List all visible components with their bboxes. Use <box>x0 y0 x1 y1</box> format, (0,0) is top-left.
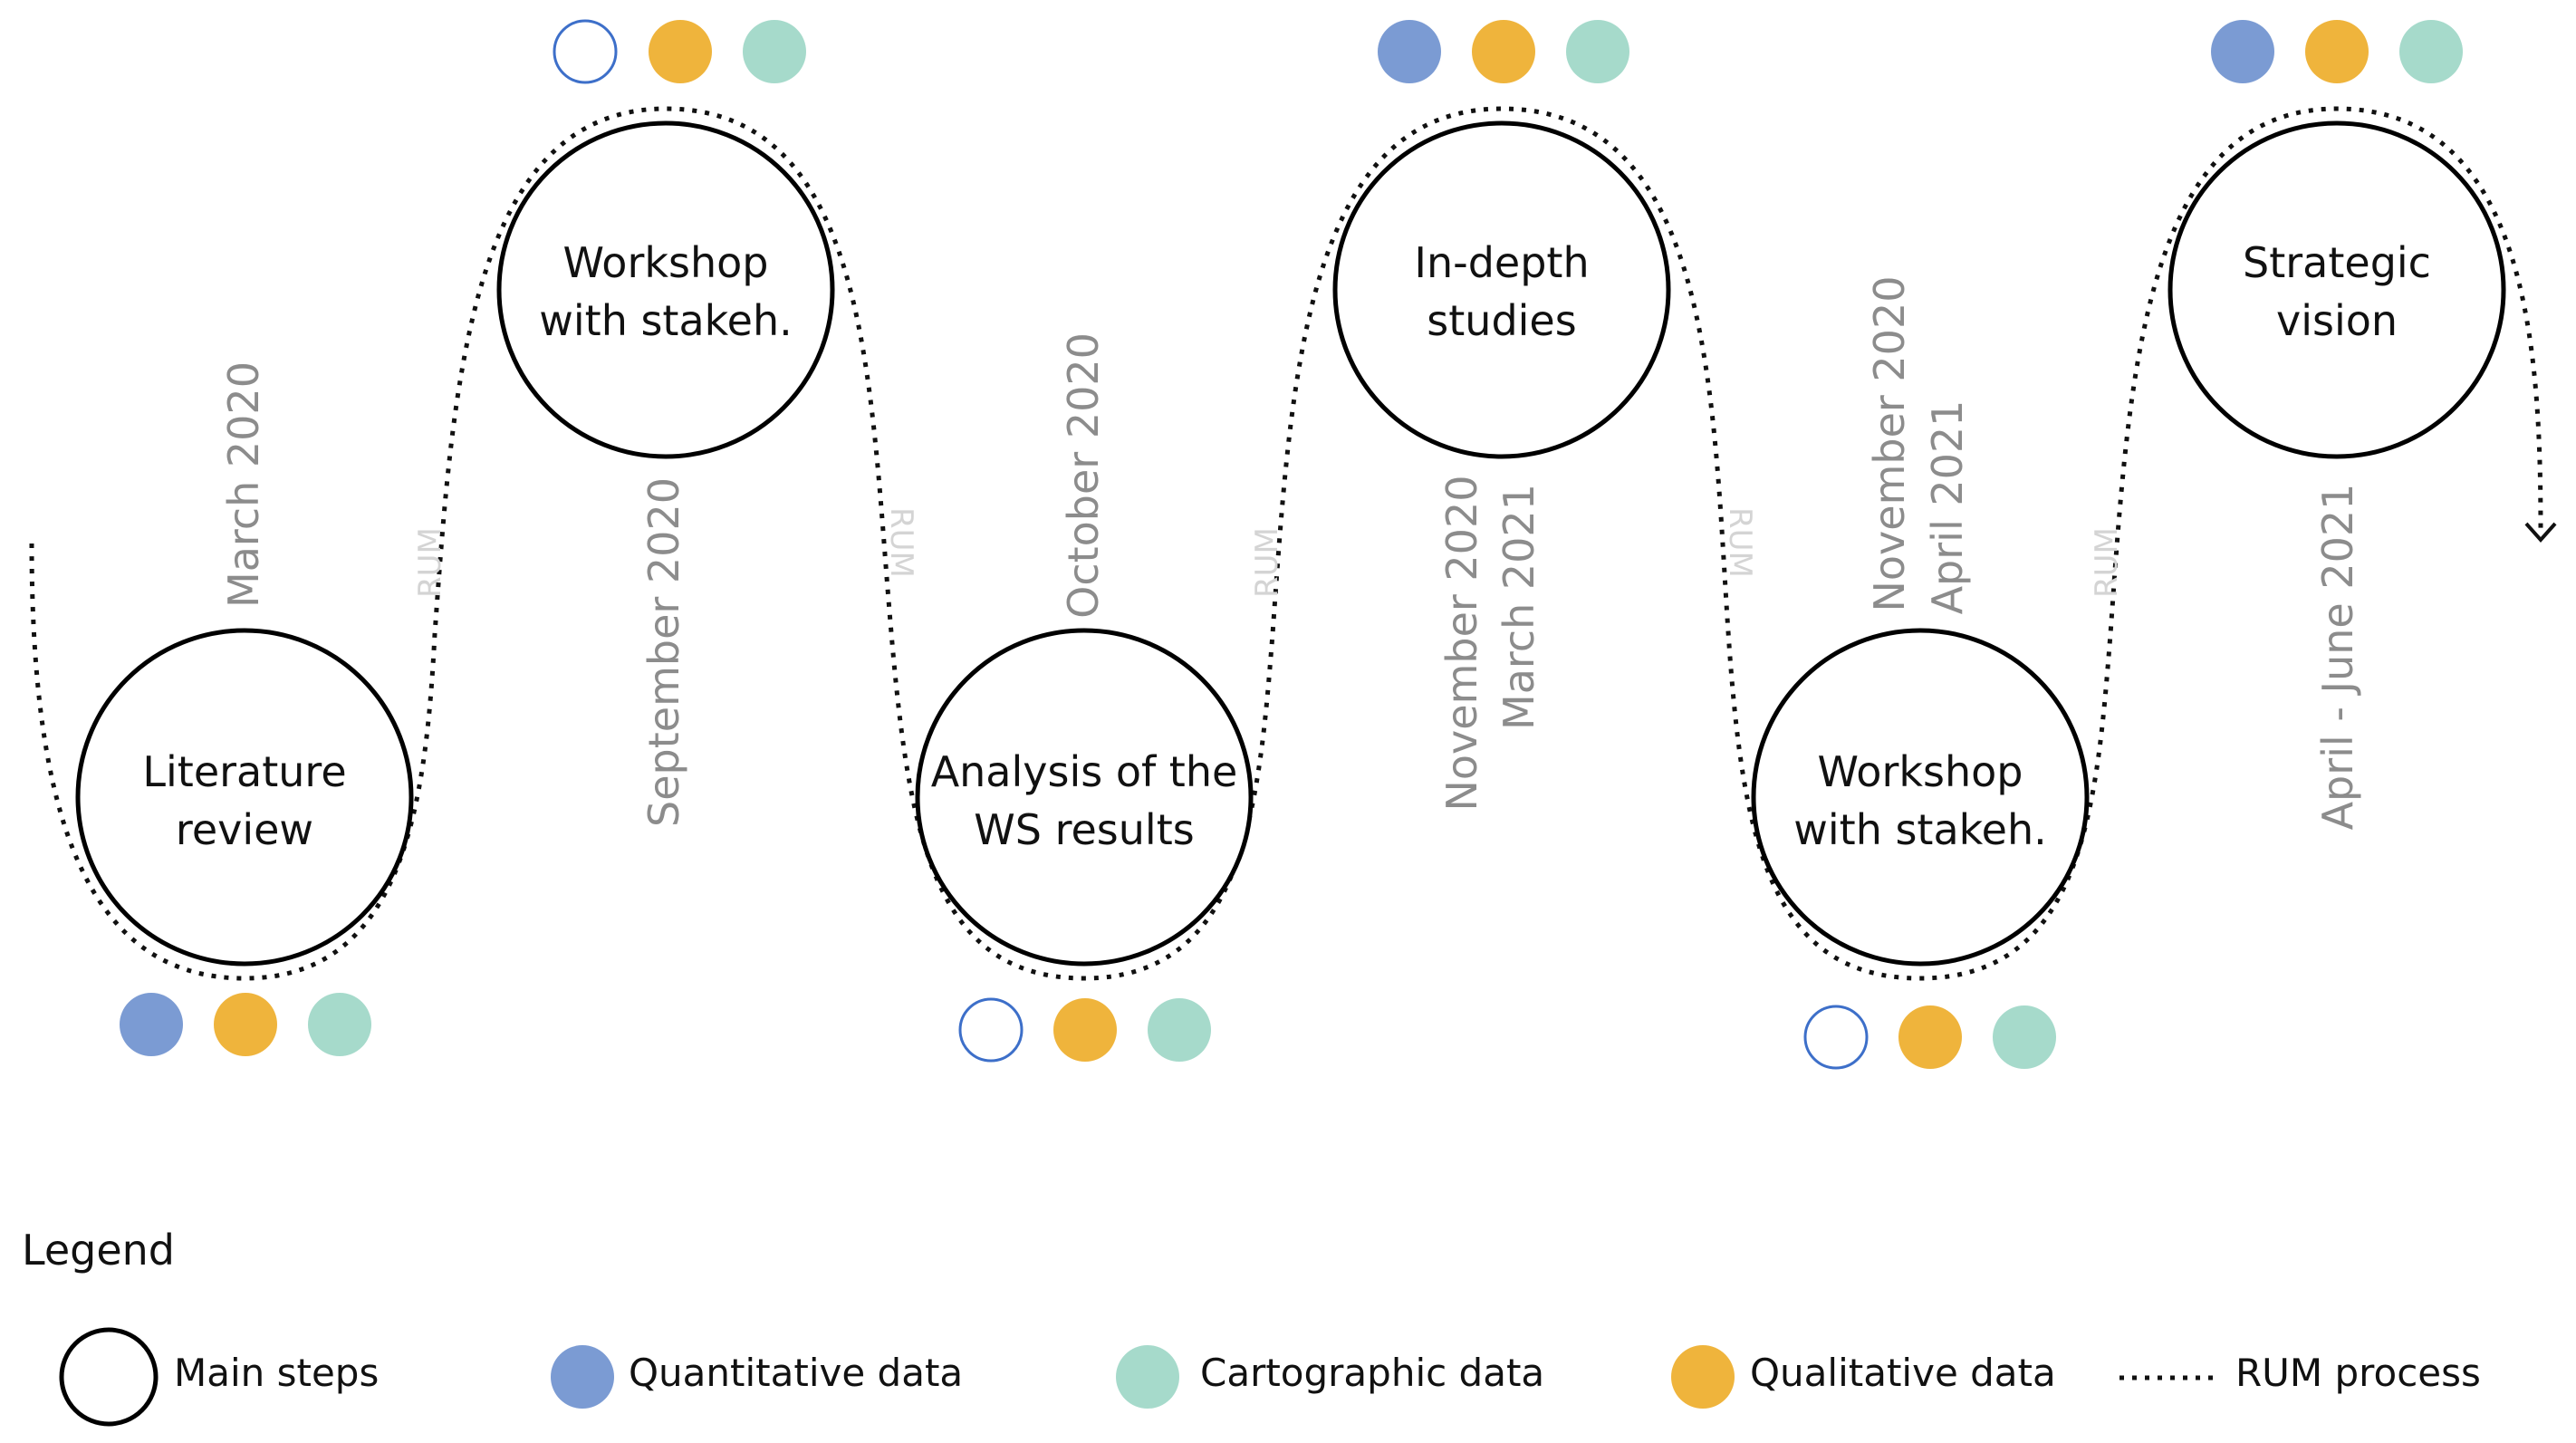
step-in-depth-studies: In-depth studies <box>1332 120 1671 459</box>
legend-title: Legend <box>22 1226 175 1275</box>
step-title-line: In-depth <box>1414 238 1589 287</box>
legend-main-steps-label: Main steps <box>174 1351 379 1395</box>
step-strategic-vision: Strategic vision <box>2167 120 2506 459</box>
hollow-data-dot <box>553 19 618 84</box>
step-workshop-1: Workshop with stakeh. <box>496 120 835 459</box>
legend-qualitative-dot <box>1671 1345 1735 1409</box>
rum-label: RUM <box>2089 527 2125 598</box>
rum-label: RUM <box>883 507 919 578</box>
qualitative-data-dot <box>1472 20 1535 83</box>
qualitative-data-dot <box>649 20 712 83</box>
legend-rum-label: RUM process <box>2235 1351 2481 1395</box>
step-workshop-2: Workshop with stakeh. <box>1751 628 2090 967</box>
rum-label: RUM <box>412 527 448 598</box>
step-title-line: Literature <box>142 747 346 796</box>
cartographic-data-dot <box>1566 20 1629 83</box>
step-date: April 2021 <box>1923 400 1972 615</box>
quantitative-data-dot <box>2211 20 2274 83</box>
step-title-line: vision <box>2276 296 2398 345</box>
qualitative-data-dot <box>2305 20 2369 83</box>
rum-label: RUM <box>1722 507 1758 578</box>
step-title-line: Analysis of the <box>931 747 1238 796</box>
legend: Legend Main steps Quantitative data Cart… <box>22 1226 2481 1427</box>
step-analysis: Analysis of the WS results <box>915 628 1254 967</box>
step-title-line: studies <box>1427 296 1576 345</box>
main-step-circle <box>75 628 414 967</box>
step-title-line: review <box>176 805 313 854</box>
cartographic-data-dot <box>2399 20 2463 83</box>
main-step-circle <box>2167 120 2506 459</box>
cartographic-data-dot <box>1148 998 1211 1062</box>
legend-quantitative-label: Quantitative data <box>629 1351 963 1395</box>
cartographic-data-dot <box>1993 1005 2056 1069</box>
step-literature-review: Literature review <box>75 628 414 967</box>
main-step-circle <box>1751 628 2090 967</box>
step-date: March 2020 <box>219 361 268 608</box>
step-date: November 2020 <box>1865 276 1914 612</box>
legend-qualitative-label: Qualitative data <box>1750 1351 2056 1395</box>
qualitative-data-dot <box>1898 1005 1962 1069</box>
cartographic-data-dot <box>308 993 371 1056</box>
step-date: November 2020 <box>1437 476 1486 812</box>
step-title-line: Workshop <box>1818 747 2023 796</box>
legend-quantitative-dot <box>551 1345 614 1409</box>
step-title-line: Workshop <box>563 238 769 287</box>
step-title-line: WS results <box>974 805 1194 854</box>
hollow-data-dot <box>1803 1005 1869 1070</box>
main-step-circle <box>915 628 1254 967</box>
step-date: March 2021 <box>1495 484 1543 730</box>
legend-main-step-icon <box>59 1327 159 1427</box>
rum-process-path <box>29 106 2543 981</box>
step-title-line: Strategic <box>2243 238 2431 287</box>
legend-cartographic-label: Cartographic data <box>1200 1351 1544 1395</box>
step-date: September 2020 <box>639 477 688 827</box>
qualitative-data-dot <box>1053 998 1117 1062</box>
main-step-circle <box>496 120 835 459</box>
main-step-circle <box>1332 120 1671 459</box>
legend-cartographic-dot <box>1116 1345 1179 1409</box>
hollow-data-dot <box>958 997 1024 1063</box>
step-title-line: with stakeh. <box>539 296 792 345</box>
path-arrowhead-icon <box>2524 522 2557 544</box>
cartographic-data-dot <box>743 20 806 83</box>
step-title-line: with stakeh. <box>1793 805 2046 854</box>
quantitative-data-dot <box>120 993 183 1056</box>
qualitative-data-dot <box>214 993 277 1056</box>
quantitative-data-dot <box>1378 20 1441 83</box>
step-date: October 2020 <box>1059 332 1108 619</box>
rum-label: RUM <box>1249 527 1285 598</box>
step-date: April - June 2021 <box>2313 484 2362 831</box>
